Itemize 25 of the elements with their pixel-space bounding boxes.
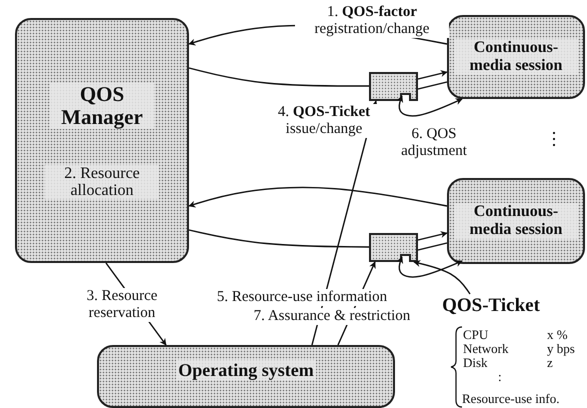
node-title: Operating system xyxy=(176,360,316,380)
arrow xyxy=(188,186,448,208)
list-text: Network xyxy=(463,342,508,356)
node-title: Continuous-media session xyxy=(454,39,578,75)
node-label: QOS-Ticket xyxy=(442,295,540,317)
list-text: z xyxy=(547,356,553,370)
edge-label: 1. QOS-factor registration/change xyxy=(295,4,449,38)
list-text: Resource-use info. xyxy=(462,392,560,406)
session-box xyxy=(447,178,585,264)
list-text: y bps xyxy=(547,342,575,356)
node-title: QOS Manager xyxy=(50,82,154,128)
arrow xyxy=(413,260,471,294)
manager-box xyxy=(15,18,189,263)
list-text: Disk xyxy=(463,356,488,370)
arrow xyxy=(418,70,448,80)
list-text: x % xyxy=(547,328,568,342)
arrow xyxy=(396,256,463,278)
os-box xyxy=(97,345,395,408)
arrow xyxy=(396,95,463,117)
list-text: : xyxy=(498,370,502,384)
session-box xyxy=(447,15,585,99)
list-text: CPU xyxy=(463,328,488,342)
node-text: 2. Resource allocation xyxy=(45,164,159,198)
node-title: Continuous-media session xyxy=(454,203,578,239)
arrow xyxy=(418,231,448,241)
